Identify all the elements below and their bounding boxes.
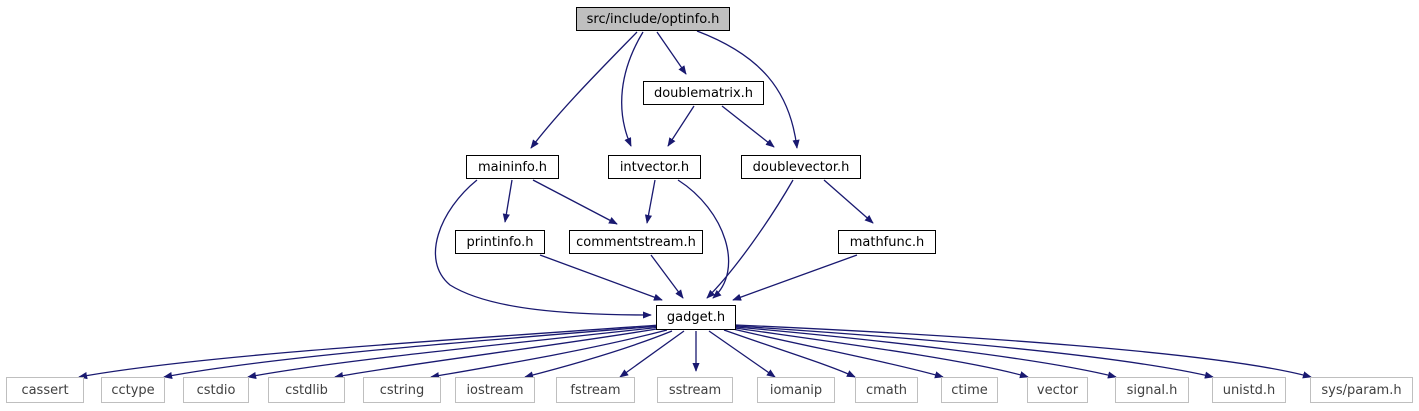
node-signal-h[interactable]: signal.h: [1115, 377, 1189, 403]
edge-maininfo-to-commentstream: [532, 179, 618, 225]
edge-doublematrix-to-intvector: [667, 105, 695, 147]
node-gadget-h[interactable]: gadget.h: [656, 305, 736, 330]
node-commentstream-h[interactable]: commentstream.h: [569, 230, 703, 254]
edge-intvector-to-commentstream: [644, 179, 656, 224]
node-cmath[interactable]: cmath: [855, 377, 918, 403]
edge-mathfunc-to-gadget: [732, 254, 858, 301]
edge-gadget-to-iostream: [524, 330, 673, 379]
node-intvector-h[interactable]: intvector.h: [608, 155, 701, 179]
node-fstream[interactable]: fstream: [556, 377, 635, 403]
edge-intvector-to-gadget: [677, 179, 730, 299]
node-doublevector-h[interactable]: doublevector.h: [741, 155, 861, 179]
node-cctype[interactable]: cctype: [101, 377, 165, 403]
node-cstring[interactable]: cstring: [363, 377, 441, 403]
edge-gadget-to-vector: [734, 327, 1029, 379]
edge-gadget-to-sys-param-h: [735, 324, 1312, 379]
edge-optinfo-to-maininfo: [530, 31, 638, 149]
node-mathfunc-h[interactable]: mathfunc.h: [838, 230, 936, 254]
edge-commentstream-to-gadget: [650, 254, 684, 299]
node-doublematrix-h[interactable]: doublematrix.h: [643, 81, 764, 105]
edge-gadget-to-cstring: [430, 329, 668, 380]
node-optinfo-h[interactable]: src/include/optinfo.h: [576, 7, 730, 31]
node-ctime[interactable]: ctime: [941, 377, 998, 403]
node-vector[interactable]: vector: [1027, 377, 1088, 403]
edge-gadget-to-cstdlib: [334, 327, 664, 380]
edge-optinfo-to-doublematrix: [656, 31, 687, 75]
node-sstream[interactable]: sstream: [657, 377, 733, 403]
node-cassert[interactable]: cassert: [6, 377, 84, 403]
node-iomanip[interactable]: iomanip: [757, 377, 835, 403]
edge-gadget-to-unistd-h: [735, 325, 1214, 379]
node-unistd-h[interactable]: unistd.h: [1212, 377, 1286, 403]
edge-gadget-to-cstdio: [247, 326, 662, 380]
node-cstdlib[interactable]: cstdlib: [268, 377, 345, 403]
edge-gadget-to-ctime: [732, 328, 944, 379]
edge-gadget-to-cctype: [163, 325, 661, 380]
edge-optinfo-to-doublevector: [696, 30, 800, 149]
edge-doublevector-to-gadget: [706, 179, 794, 299]
edge-maininfo-to-gadget: [434, 179, 652, 319]
edge-gadget-to-cmath: [723, 329, 856, 378]
edge-optinfo-to-intvector: [621, 31, 644, 147]
node-maininfo-h[interactable]: maininfo.h: [466, 155, 559, 179]
edge-gadget-to-iomanip: [708, 330, 776, 378]
edge-gadget-to-signal-h: [735, 326, 1117, 379]
edge-maininfo-to-printinfo: [502, 179, 513, 223]
node-iostream[interactable]: iostream: [455, 377, 535, 403]
node-cstdio[interactable]: cstdio: [183, 377, 249, 403]
edge-doublevector-to-mathfunc: [823, 179, 874, 224]
node-printinfo-h[interactable]: printinfo.h: [455, 230, 545, 254]
edge-printinfo-to-gadget: [539, 254, 663, 301]
edge-gadget-to-cassert: [78, 324, 661, 380]
edge-doublematrix-to-doublevector: [721, 105, 775, 148]
node-sys-param-h[interactable]: sys/param.h: [1310, 377, 1413, 403]
edge-gadget-to-fstream: [619, 330, 685, 378]
